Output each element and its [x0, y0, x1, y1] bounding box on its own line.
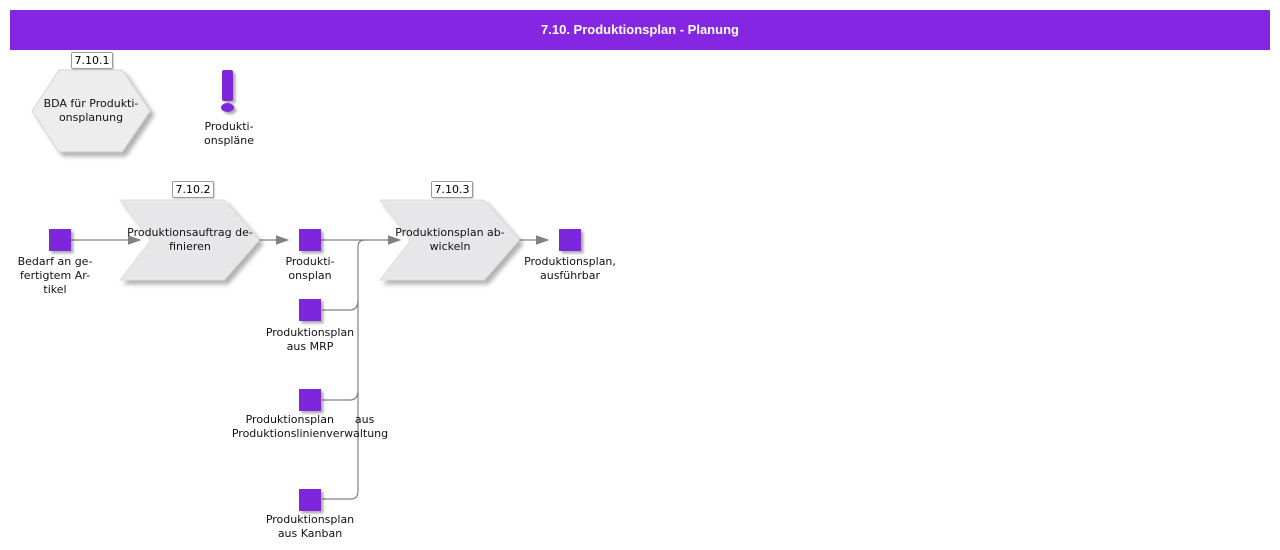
connector-mrp-merge	[322, 301, 359, 311]
data-object-produktionsplan[interactable]	[299, 229, 321, 251]
process-produktionsauftrag-definieren[interactable]	[118, 199, 260, 281]
data-object-plan-kanban[interactable]	[299, 489, 321, 511]
label-produktionsplan: Produkti- onsplan	[285, 255, 335, 282]
badge-7-10-2: 7.10.2	[172, 181, 214, 198]
label-produktionsplaene: Produkti- onspläne	[204, 120, 254, 147]
label-plan-linien: Produktionsplan aus Produktionslinienver…	[231, 413, 389, 440]
data-object-bedarf[interactable]	[49, 229, 71, 251]
label-bedarf: Bedarf an ge- fertigtem Ar- tikel	[17, 255, 93, 296]
label-plan-kanban: Produktionsplan aus Kanban	[265, 513, 355, 540]
process-produktionsplan-abwickeln[interactable]	[378, 199, 520, 281]
process-interface-bda-hexagon[interactable]	[31, 69, 151, 153]
connector-linien-merge	[322, 391, 359, 401]
label-plan-mrp: Produktionsplan aus MRP	[265, 326, 355, 353]
data-object-plan-linien[interactable]	[299, 389, 321, 411]
label-plan-abwickeln: Produktionsplan ab- wickeln	[395, 226, 505, 253]
label-auftrag-definieren: Produktionsauftrag de- finieren	[127, 226, 253, 253]
data-object-plan-mrp[interactable]	[299, 299, 321, 321]
data-object-plan-ausfuehrbar[interactable]	[559, 229, 581, 251]
diagram-title: 7.10. Produktionsplan - Planung	[541, 22, 739, 37]
badge-7-10-1: 7.10.1	[71, 52, 113, 69]
badge-7-10-3: 7.10.3	[431, 181, 473, 198]
exclamation-icon[interactable]	[221, 70, 234, 112]
label-plan-ausfuehrbar: Produktionsplan, ausführbar	[524, 255, 616, 282]
diagram-title-bar: 7.10. Produktionsplan - Planung	[10, 10, 1270, 50]
label-bda: BDA für Produkti- onsplanung	[43, 97, 139, 124]
connector-kanban-merge	[322, 239, 366, 500]
